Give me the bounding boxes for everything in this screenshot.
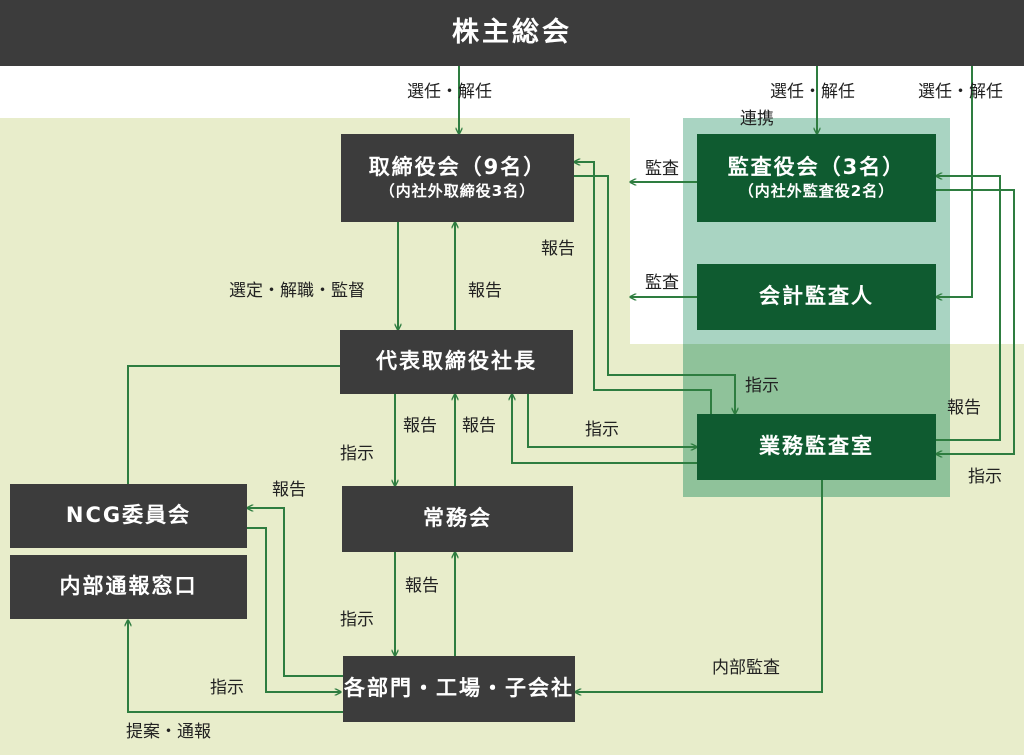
- ncg-committee-title: NCG委員会: [65, 503, 192, 528]
- label-report-ia-audit: 報告: [947, 398, 981, 418]
- ncg-committee-box[interactable]: NCG委員会: [10, 484, 247, 548]
- label-audit-acct: 監査: [645, 273, 679, 293]
- line-pres-instruct-ia: [527, 394, 697, 447]
- label-report-dept-exec: 報告: [405, 576, 439, 596]
- accounting-auditor-title: 会計監査人: [759, 284, 874, 309]
- label-report-to-board: 報告: [541, 239, 575, 259]
- label-report-pres-board: 報告: [468, 281, 502, 301]
- line-dept-report-ncg: [247, 508, 343, 677]
- line-report-ia-board: [574, 162, 712, 414]
- label-elect-acct: 選任・解任: [918, 82, 1003, 102]
- board-title: 取締役会（9名）: [368, 154, 547, 179]
- line-ia-report-pres: [512, 394, 697, 464]
- departments-title: 各部門・工場・子会社: [344, 676, 574, 701]
- whistleblowing-desk-box[interactable]: 内部通報窓口: [10, 555, 247, 619]
- audit-board-box[interactable]: 監査役会（3名） （内社外監査役2名）: [697, 134, 936, 222]
- line-ia-report-audit: [936, 176, 1001, 441]
- board-of-directors-box[interactable]: 取締役会（9名） （内社外取締役3名）: [341, 134, 574, 222]
- line-audit-instruct-ia: [936, 189, 1015, 454]
- whistleblowing-desk-title: 内部通報窓口: [59, 574, 198, 599]
- label-report-exec-pres-a: 報告: [403, 416, 437, 436]
- president-box[interactable]: 代表取締役社長: [340, 330, 573, 394]
- departments-box[interactable]: 各部門・工場・子会社: [343, 656, 575, 722]
- accounting-auditor-box[interactable]: 会計監査人: [697, 264, 936, 330]
- label-elect-board: 選任・解任: [407, 82, 492, 102]
- line-elect-acct: [936, 66, 973, 297]
- label-report-exec-pres-b: 報告: [462, 416, 496, 436]
- board-subtitle: （内社外取締役3名）: [379, 181, 536, 200]
- executive-committee-box[interactable]: 常務会: [342, 486, 573, 552]
- label-instruct-ncg-dept: 指示: [210, 678, 244, 698]
- internal-audit-box[interactable]: 業務監査室: [697, 414, 936, 480]
- label-instruct-pres-exec: 指示: [340, 444, 374, 464]
- label-internal-audit: 内部監査: [712, 658, 780, 678]
- line-ncg-instruct-dept: [247, 527, 341, 692]
- label-instruct-pres-ia: 指示: [585, 420, 619, 440]
- label-proposal-report: 提案・通報: [126, 722, 211, 742]
- president-title: 代表取締役社長: [376, 349, 537, 374]
- line-internal-audit-dept: [575, 480, 823, 692]
- audit-board-subtitle: （内社外監査役2名）: [738, 181, 895, 200]
- label-instruct-ia: 指示: [745, 376, 779, 396]
- label-instruct-exec-dept: 指示: [340, 610, 374, 630]
- header-title: 株主総会: [452, 16, 572, 48]
- executive-committee-title: 常務会: [423, 506, 492, 531]
- shareholders-meeting-header: 株主総会: [0, 0, 1024, 66]
- label-report-ncg: 報告: [272, 480, 306, 500]
- label-audit-board: 監査: [645, 159, 679, 179]
- label-elect-audit: 選任・解任: [770, 82, 855, 102]
- label-cooperation: 連携: [740, 109, 774, 129]
- line-ncg-president: [127, 365, 340, 484]
- line-proposal-report: [128, 620, 343, 713]
- audit-board-title: 監査役会（3名）: [727, 154, 906, 179]
- outer-area-white: [0, 66, 1024, 120]
- internal-audit-title: 業務監査室: [759, 434, 874, 459]
- label-select-supervise: 選定・解職・監督: [229, 281, 365, 301]
- label-instruct-audit-ia: 指示: [968, 467, 1002, 487]
- line-board-instruct-ia: [574, 175, 735, 414]
